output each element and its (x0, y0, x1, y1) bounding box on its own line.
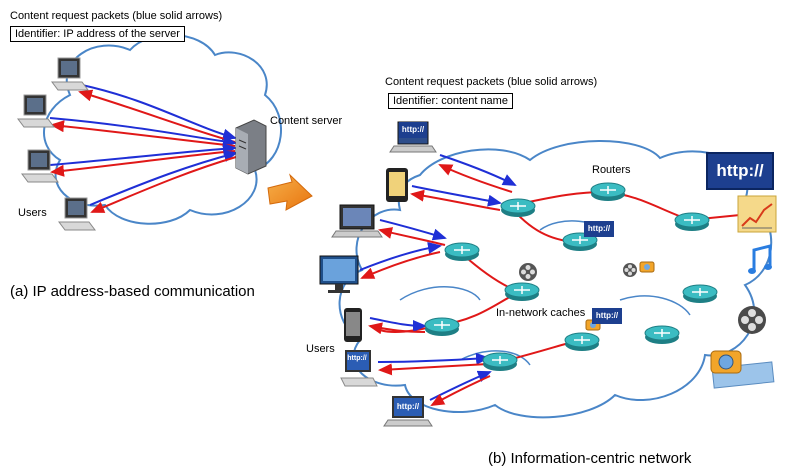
smartphone-icon (344, 308, 362, 342)
laptop-icon (383, 396, 433, 427)
panel-a-packets-title: Content request packets (blue solid arro… (10, 10, 223, 22)
router-icon (444, 242, 480, 261)
smartphone-icon (386, 168, 408, 202)
panel-b-caption: (b) Information-centric network (488, 450, 692, 467)
film-reel-icon (623, 263, 637, 277)
camera-photos-icon (710, 350, 775, 389)
http-badge-small: http:// (396, 402, 420, 411)
router-icon (500, 198, 536, 217)
http-badge-small: http:// (399, 122, 427, 138)
router-icon (504, 282, 540, 301)
router-icon (564, 332, 600, 351)
film-reel-icon (738, 306, 766, 334)
film-reel-icon (519, 263, 537, 281)
chart-document-icon (737, 195, 777, 233)
panel-b-user-arrows (359, 154, 517, 406)
pc-icon (340, 350, 378, 387)
http-badge-large: http:// (706, 152, 774, 190)
user-pc-icon (51, 57, 89, 91)
user-pc-icon (21, 149, 59, 183)
router-icon (682, 284, 718, 303)
monitor-icon (319, 255, 359, 293)
camera-icon (639, 261, 655, 273)
panel-a-arrows (49, 84, 238, 213)
panel-b-identifier-box: Identifier: content name (388, 93, 513, 109)
in-network-caches-label: In-network caches (496, 307, 586, 319)
user-pc-icon (58, 197, 96, 231)
router-icon (482, 352, 518, 371)
http-badge-small: http:// (347, 355, 367, 362)
transition-arrow (267, 173, 313, 211)
content-server-label: Content server (270, 115, 343, 127)
panel-a-users-label: Users (18, 207, 47, 219)
router-icon (674, 212, 710, 231)
http-badge-small: http:// (592, 308, 622, 324)
server-icon (235, 119, 267, 175)
panel-a-identifier-box: Identifier: IP address of the server (10, 26, 185, 42)
router-icon (424, 317, 460, 336)
panel-b-users-label: Users (306, 343, 335, 355)
routers-label: Routers (592, 164, 631, 176)
user-pc-icon (17, 94, 55, 128)
panel-a-caption: (a) IP address-based communication (10, 283, 255, 300)
panel-b-packets-title: Content request packets (blue solid arro… (385, 76, 598, 88)
cloud-inner-lines (399, 220, 691, 366)
http-badge-small: http:// (584, 221, 614, 237)
router-icon (590, 182, 626, 201)
music-note-icon (748, 244, 772, 274)
laptop-icon (331, 204, 383, 238)
router-icon (644, 325, 680, 344)
